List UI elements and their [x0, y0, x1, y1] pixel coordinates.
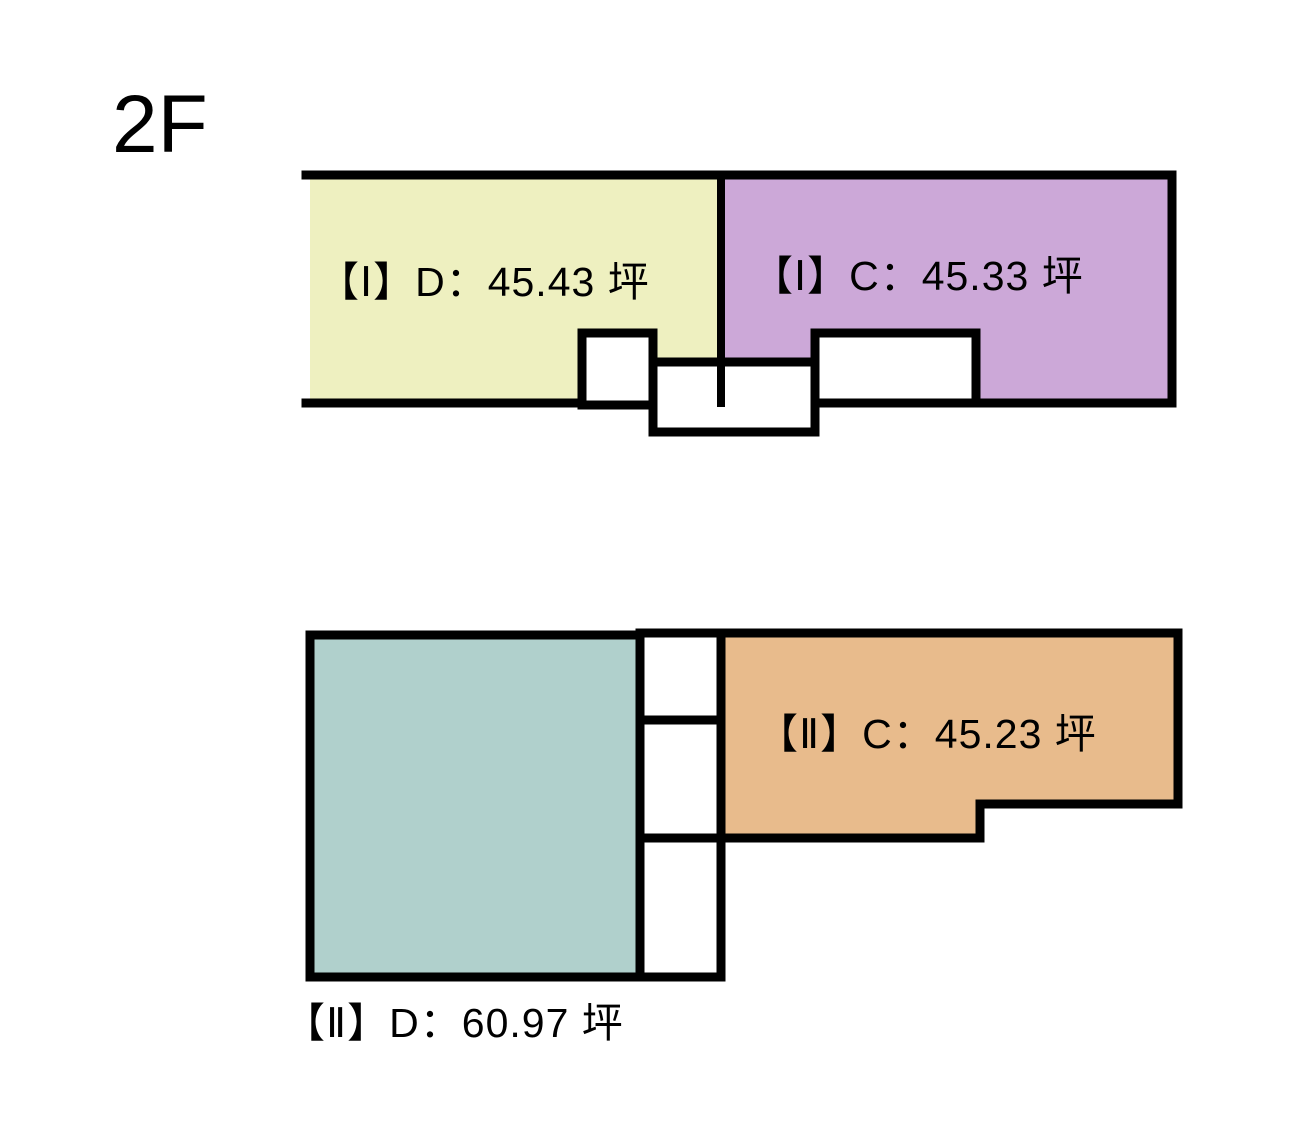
unit-2c-fill [721, 633, 1178, 838]
upper-plan-group: 【Ⅰ】D：45.43 坪 【Ⅰ】C：45.33 坪 [301, 170, 1177, 437]
page-title: 2F [112, 79, 208, 170]
lower-notch-top [635, 628, 726, 725]
unit-2d-fill [310, 635, 640, 977]
unit-2d-outline [305, 630, 645, 982]
unit-1d-label: 【Ⅰ】D：45.43 坪 [318, 259, 650, 305]
unit-2c-label: 【Ⅱ】C：45.23 坪 [757, 711, 1097, 757]
upper-notch-left [577, 328, 658, 410]
lower-notch-middle [635, 715, 726, 843]
lower-notch-bottom [635, 833, 726, 982]
unit-1d-fill [310, 175, 721, 403]
upper-notch-middle [648, 357, 820, 437]
unit-1c-label: 【Ⅰ】C：45.33 坪 [752, 253, 1084, 299]
upper-notch-right [810, 328, 981, 408]
lower-plan-group: 【Ⅱ】C：45.23 坪 【Ⅱ】D：60.97 坪 [284, 628, 1183, 1046]
unit-1c-fill [721, 175, 1172, 403]
unit-2c-outline [716, 628, 1183, 843]
unit-2d-label: 【Ⅱ】D：60.97 坪 [284, 1000, 624, 1046]
